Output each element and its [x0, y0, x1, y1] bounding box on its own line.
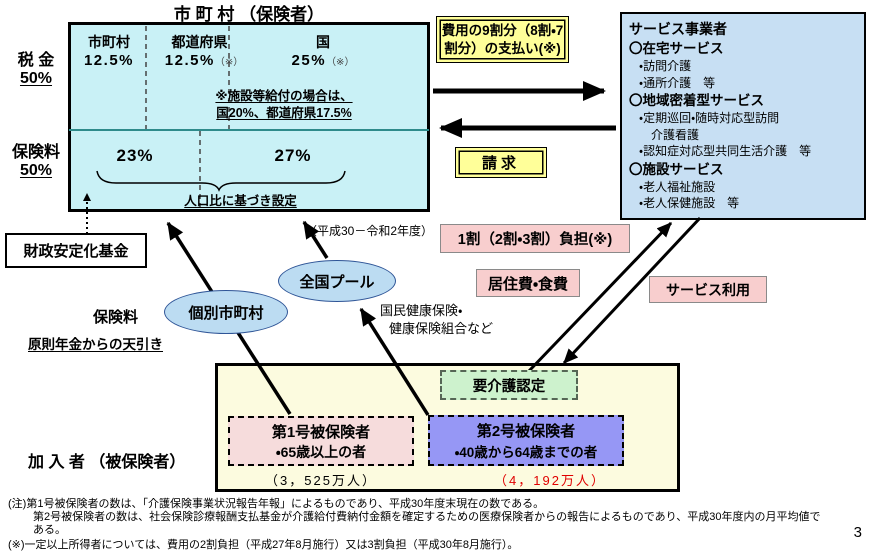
- col-national-value: 25%（※）: [291, 52, 355, 69]
- provider-item: ・定期巡回・随時対応型訪問: [639, 111, 780, 125]
- national-pool-ellipse: 全国プール: [278, 260, 396, 302]
- period-note: （平成30－令和2年度）: [305, 224, 434, 238]
- provider-item: ・認知症対応型共同生活介護 等: [639, 144, 812, 158]
- provider-item: ・訪問介護: [639, 59, 692, 73]
- no2-to-pool-arrow: [359, 307, 430, 416]
- col-prefecture-name: 都道府県: [171, 34, 228, 50]
- service-provider-box: サービス事業者 〇在宅サービス ・訪問介護 ・通所介護 等 〇地域密着型サービス…: [620, 12, 866, 220]
- population-brace: [96, 170, 346, 192]
- tax-label: 税 金: [17, 52, 55, 69]
- col-municipality-name: 市町村: [88, 34, 130, 50]
- insurer-note: 国民健康保険・ 健康保険組合など: [380, 303, 494, 336]
- no2-desc: ・40歳から64歳までの者: [454, 445, 598, 460]
- municipality-box: [68, 22, 430, 212]
- stabilization-fund-box: 財政安定化基金: [5, 233, 147, 268]
- provider-item: ・老人福祉施設: [639, 179, 716, 194]
- no2-count: （4，192万人）: [494, 473, 606, 488]
- premium-split-left: 23%: [116, 146, 154, 165]
- individual-municipality-ellipse: 個別市町村: [164, 290, 288, 334]
- service-use-box: サービス利用: [649, 276, 767, 303]
- facility-note-line1: ※施設等給付の場合は、: [215, 89, 353, 103]
- provider-category: 〇在宅サービス: [629, 41, 724, 56]
- col-prefecture-value: 12.5%（※）: [164, 52, 244, 69]
- certification-box: 要介護認定: [440, 370, 578, 400]
- room-board-box: 居住費・食費: [476, 269, 580, 297]
- footnote-line4: (※)一定以上所得者については、費用の2割負担（平成27年8月施行）又は3割負担…: [8, 539, 519, 551]
- no1-count: （3，525万人）: [265, 473, 377, 488]
- premium-split-right: 27%: [274, 146, 312, 165]
- no2-title: 第2号被保険者: [476, 423, 576, 440]
- provider-item: ・通所介護 等: [639, 75, 716, 90]
- pool-to-municipality-arrow: [302, 220, 329, 259]
- page-number: 3: [853, 524, 862, 541]
- no1-desc: ・65歳以上の者: [275, 444, 367, 460]
- footnote-line3: ある。: [33, 524, 66, 536]
- facility-note-line2: 国20%、都道府県17.5%: [216, 106, 352, 120]
- copay-box: 1割（2割・3割）負担(※): [440, 224, 630, 253]
- service-use-arrow: [527, 221, 673, 373]
- billing-box: 請求: [455, 147, 547, 178]
- asterisk-note: （※）: [326, 57, 355, 68]
- footnote-line2: 第2号被保険者の数は、社会保険診療報酬支払基金が介護給付費納付金額を確定するため…: [33, 511, 821, 523]
- provider-item: ・老人保健施設 等: [639, 196, 740, 210]
- provider-category: 〇地域密着型サービス: [629, 93, 764, 108]
- tax-percent: 50%: [19, 70, 53, 87]
- population-note: 人口比に基づき設定: [184, 194, 297, 208]
- pension-deduction-note: 原則年金からの天引き: [28, 337, 163, 352]
- premium-percent: 50%: [19, 162, 53, 179]
- no1-insured-box: 第1号被保険者 ・65歳以上の者: [228, 416, 414, 466]
- provider-item-cont: 介護看護: [651, 127, 700, 142]
- certification-arrow: [562, 216, 702, 365]
- no1-title: 第1号被保険者: [271, 424, 371, 441]
- col-municipality-value: 12.5%: [83, 52, 135, 69]
- premium-label: 保険料: [11, 144, 60, 161]
- payment-box: 費用の9割分（8割・7 割分）の支払い(※): [436, 16, 569, 63]
- footnote-line1: (注)第1号被保険者の数は、「介護保険事業状況報告年報」によるものであり、平成3…: [8, 498, 545, 510]
- col-national-name: 国: [316, 34, 330, 50]
- no2-insured-box: 第2号被保険者 ・40歳から64歳までの者: [428, 415, 624, 466]
- municipality-title: 市 町 村 （保険者）: [173, 5, 325, 24]
- insured-label: 加 入 者 （被保険者）: [28, 454, 186, 471]
- asterisk-note: （※）: [214, 57, 244, 68]
- provider-title: サービス事業者: [629, 21, 727, 37]
- provider-category: 〇施設サービス: [629, 161, 724, 177]
- premium-side-label: 保険料: [93, 309, 139, 326]
